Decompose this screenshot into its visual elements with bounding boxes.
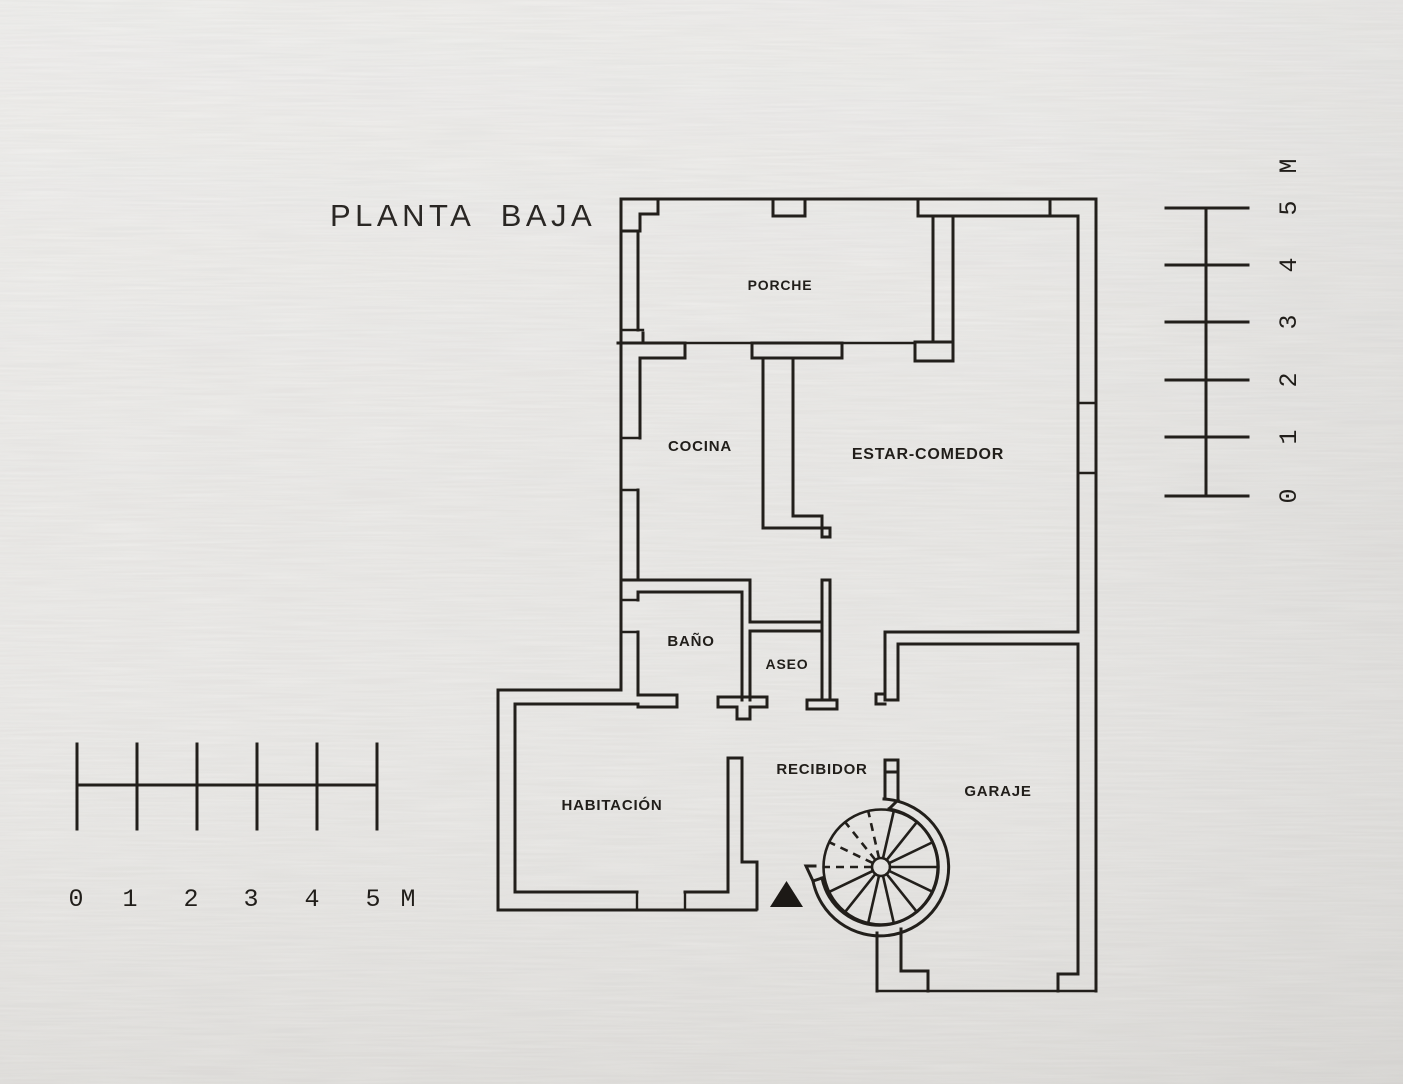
bano-bottom-wall [636,693,679,709]
habitacion-bottom-wall [496,890,758,912]
scale-right-label-3: 3 [1275,314,1304,329]
scale-right-ticks [1164,206,1250,498]
scale-right-label-0: 0 [1275,488,1304,503]
room-label-estar-comedor: ESTAR-COMEDOR [852,446,1004,463]
scale-bottom-label-0: 0 [68,885,83,914]
habitacion-window-ticks [635,890,687,912]
room-label-bano: BAÑO [667,632,714,650]
room-label-recibidor: RECIBIDOR [776,761,867,778]
stair-enclosure-west-jamb [803,864,824,883]
aseo-right-wall [820,578,832,702]
room-label-habitacion: HABITACIÓN [561,796,662,814]
scale-bar-bottom: 0 1 2 3 4 5 M [68,742,416,914]
north-west-pillar [619,197,660,233]
scale-bottom-label-4: 4 [304,885,319,914]
scale-bar-right: 0 1 2 3 4 5 M [1164,158,1304,504]
cocina-estar-divider [750,341,844,539]
west-wall-inner [636,229,645,697]
porche-column [771,197,807,218]
garage-top-wall [883,630,1080,646]
aseo-door-jamb [805,698,839,711]
scale-right-label-4: 4 [1275,257,1304,272]
bano-top-wall [619,578,752,594]
north-wall-inner-right [916,197,989,218]
room-label-aseo: ASEO [766,656,809,672]
scale-bottom-label-3: 3 [243,885,258,914]
habitacion-east-wall [726,756,759,911]
scale-right-unit: M [1275,158,1304,173]
entry-arrow [770,881,803,907]
drawing-title: PLANTA BAJA [330,198,596,233]
habitacion-top-wall [496,688,640,706]
room-label-garaje: GARAJE [964,783,1031,800]
scale-right-label-5: 5 [1275,200,1304,215]
bano-door-jamb [716,695,769,721]
spiral-staircase [803,797,951,938]
cocina-top-wall [616,341,687,360]
garage-west-wall-lower [883,758,901,812]
walls [496,197,1098,993]
scale-right-label-1: 1 [1275,429,1304,444]
room-label-porche: PORCHE [748,277,813,293]
stair-enclosure-outer-arc [811,797,951,938]
room-labels: PORCHE COCINA ESTAR-COMEDOR BAÑO ASEO HA… [561,277,1031,814]
garage-door-pillar-right [1056,972,1080,993]
porche-right-wall [913,214,955,363]
scale-bottom-label-2: 2 [183,885,198,914]
aseo-top-wall [748,620,824,633]
scale-bottom-label-5: 5 [365,885,380,914]
stair-treads-solid [827,809,940,925]
west-wall-window-ticks [619,328,645,634]
north-east-pillar [1048,197,1080,233]
scale-bottom-ticks [75,742,379,831]
garage-west-wall-upper [874,630,900,706]
habitacion-left-wall [496,688,517,912]
scale-bottom-label-1: 1 [122,885,137,914]
east-wall-window-ticks [1076,401,1098,475]
scale-right-label-2: 2 [1275,372,1304,387]
scale-bottom-unit: M [400,885,415,914]
bano-aseo-wall [740,578,752,702]
garage-door-pillar-left [875,927,930,993]
room-label-cocina: COCINA [668,438,732,455]
